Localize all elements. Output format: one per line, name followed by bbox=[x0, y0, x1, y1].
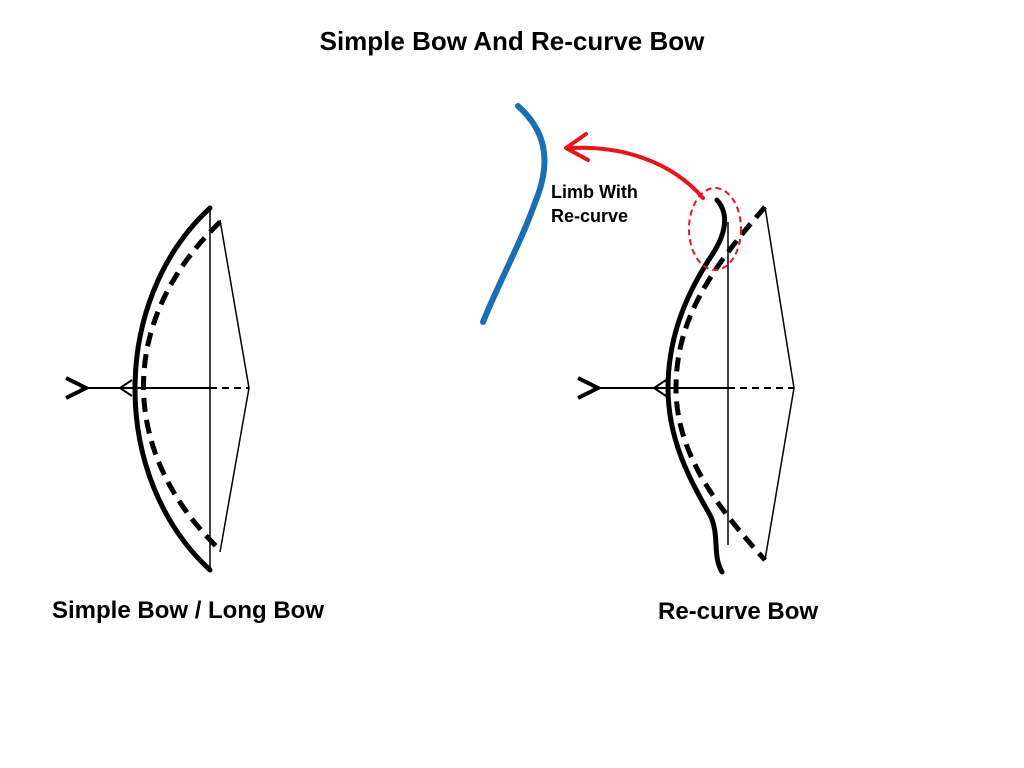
simple-bow-label: Simple Bow / Long Bow bbox=[52, 597, 324, 624]
recurve-bow-drawn-limb bbox=[673, 205, 767, 562]
limb-callout-line2: Re-curve bbox=[551, 206, 629, 226]
limb-callout-label: Limb With Re-curve bbox=[551, 180, 638, 228]
recurve-bow bbox=[598, 197, 795, 575]
limb-detail-arrowhead bbox=[564, 132, 590, 162]
simple-bow bbox=[86, 205, 250, 573]
recurve-bow-arrowhead-dashed bbox=[652, 379, 667, 397]
simple-bow-arrowhead-dashed bbox=[118, 379, 133, 397]
limb-detail bbox=[480, 103, 742, 325]
simple-bow-drawn-string bbox=[219, 219, 250, 553]
limb-detail-curve bbox=[480, 103, 548, 325]
limb-detail-highlight-circle bbox=[688, 187, 742, 271]
limb-detail-arrow bbox=[570, 145, 705, 200]
limb-callout-line1: Limb With bbox=[551, 182, 638, 202]
recurve-bow-label: Re-curve Bow bbox=[658, 598, 819, 625]
recurve-bow-drawn-string bbox=[764, 206, 795, 561]
slide-title: Simple Bow And Re-curve Bow bbox=[319, 26, 705, 56]
simple-bow-drawn-limb bbox=[141, 220, 222, 552]
